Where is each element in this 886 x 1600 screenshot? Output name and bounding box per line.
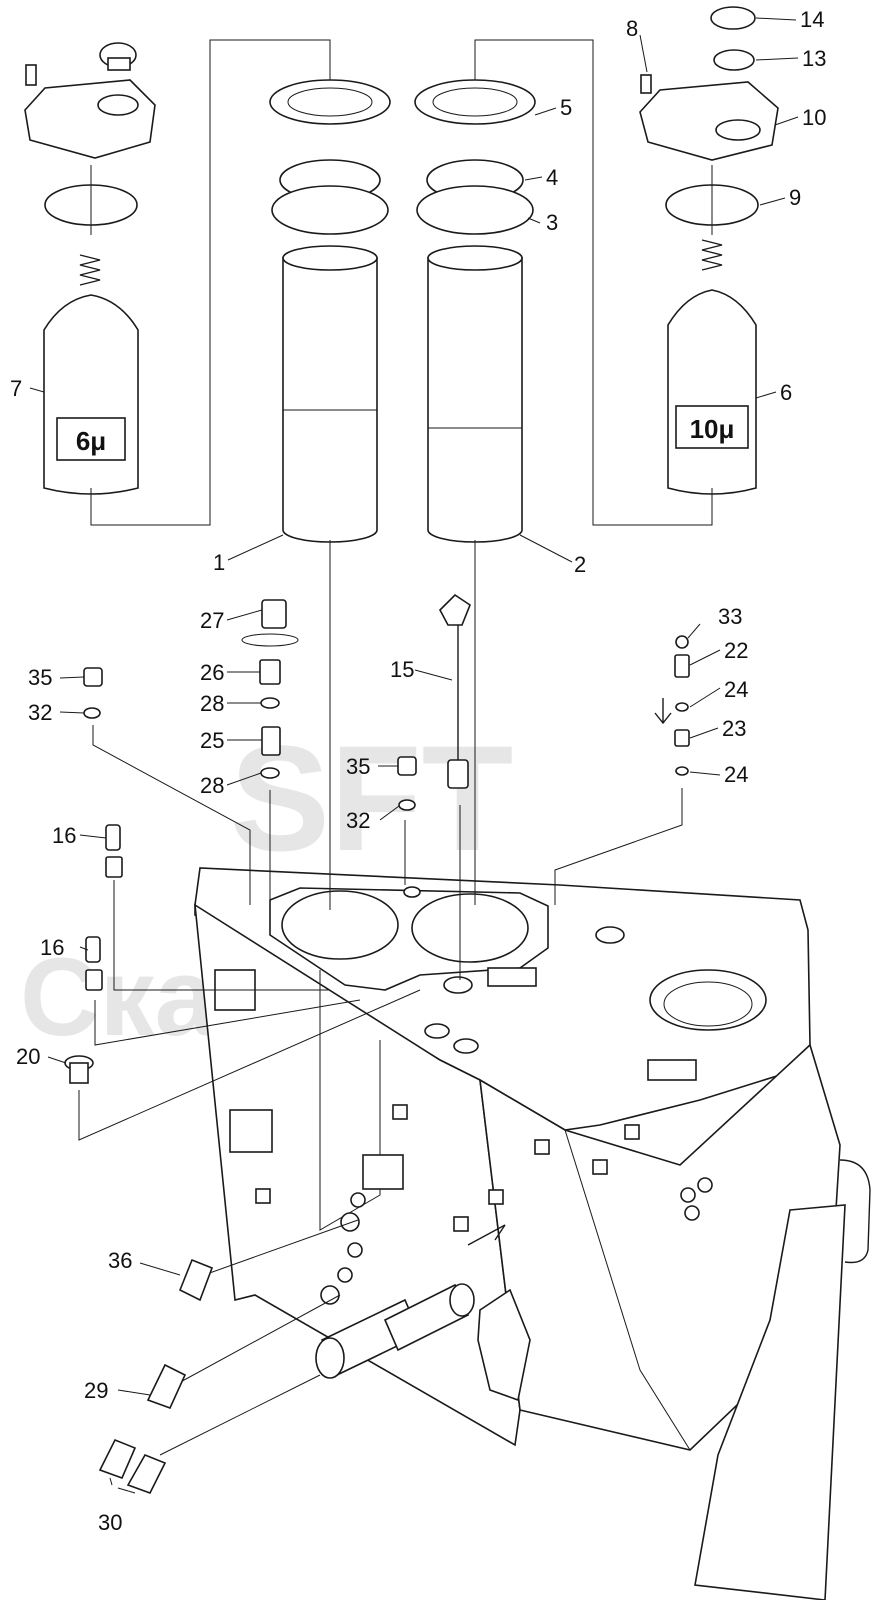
filter-rating-left: 6μ — [76, 426, 106, 456]
callout-labels: 1 2 3 4 5 6 7 8 9 10 13 14 15 16 16 20 2… — [10, 7, 826, 1535]
filter-element-left: 6μ — [24, 42, 156, 495]
callout-label: 35 — [346, 754, 370, 779]
callout-label: 27 — [200, 608, 224, 633]
callout-label: 36 — [108, 1248, 132, 1273]
callout-label: 23 — [722, 716, 746, 741]
callout-label: 5 — [560, 95, 572, 120]
callout-label: 28 — [200, 691, 224, 716]
callout-label: 33 — [718, 604, 742, 629]
callout-label: 3 — [546, 210, 558, 235]
fittings — [64, 593, 690, 1494]
callout-label: 29 — [84, 1378, 108, 1403]
filter-housing-2 — [414, 79, 536, 543]
callout-label: 4 — [546, 165, 558, 190]
callout-label: 14 — [800, 7, 824, 32]
callout-label: 16 — [40, 935, 64, 960]
callout-label: 24 — [724, 762, 748, 787]
callout-label: 2 — [574, 552, 586, 577]
callout-label: 30 — [98, 1510, 122, 1535]
callout-label: 16 — [52, 823, 76, 848]
callout-label: 26 — [200, 660, 224, 685]
filter-housing-1 — [269, 79, 391, 543]
callout-label: 6 — [780, 380, 792, 405]
callout-label: 20 — [16, 1044, 40, 1069]
callout-label: 13 — [802, 46, 826, 71]
leader-lines — [29, 17, 799, 1494]
callout-label: 7 — [10, 376, 22, 401]
callout-label: 32 — [28, 700, 52, 725]
callout-label: 15 — [390, 657, 414, 682]
callout-label: 25 — [200, 728, 224, 753]
callout-label: 9 — [789, 185, 801, 210]
callout-label: 8 — [626, 16, 638, 41]
callout-label: 1 — [213, 550, 225, 575]
tank-body — [194, 867, 871, 1600]
filter-rating-right: 10μ — [690, 414, 735, 444]
callout-label: 22 — [724, 638, 748, 663]
callout-label: 32 — [346, 808, 370, 833]
assembly-lines — [78, 39, 713, 1456]
callout-label: 24 — [724, 677, 748, 702]
filter-element-right: 10μ — [639, 6, 779, 495]
callout-label: 28 — [200, 773, 224, 798]
callout-label: 35 — [28, 665, 52, 690]
callout-label: 10 — [802, 105, 826, 130]
